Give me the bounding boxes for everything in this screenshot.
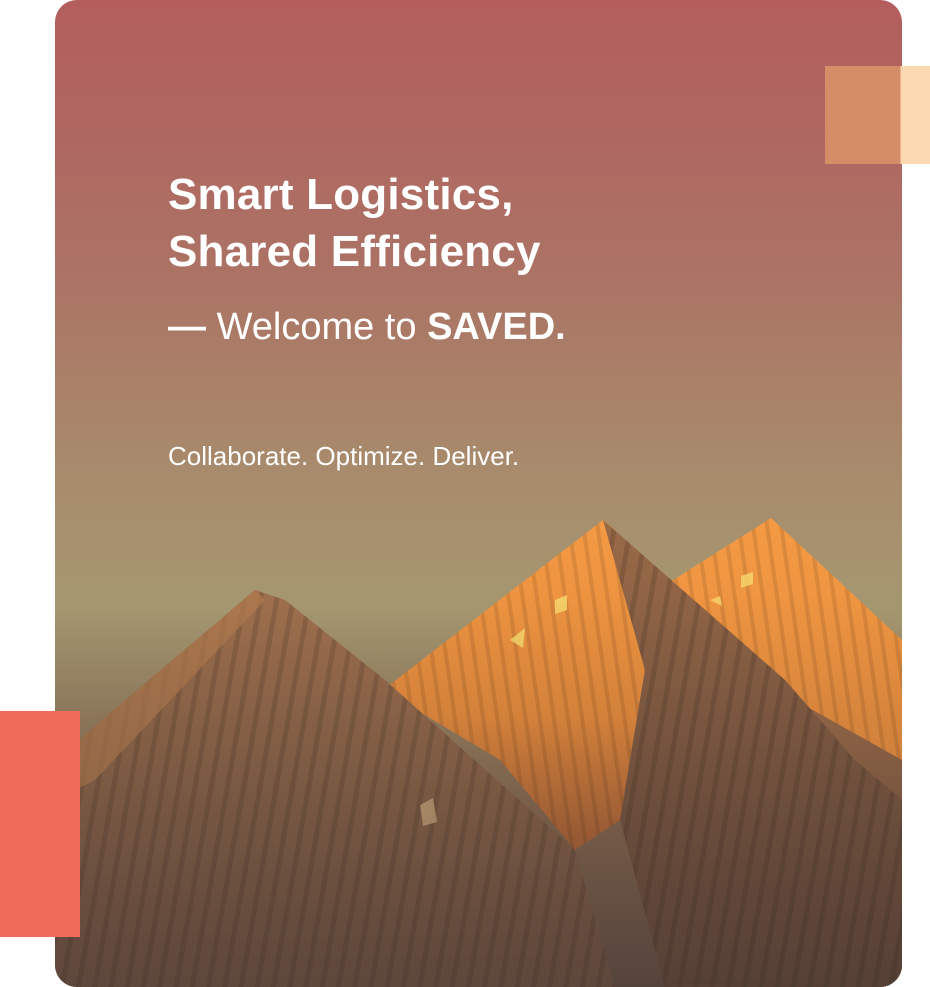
accent-block-top-right (825, 66, 930, 164)
welcome-text: Welcome to (216, 306, 417, 348)
tagline: Collaborate. Optimize. Deliver. (168, 441, 520, 471)
shipping-containers-image (55, 518, 902, 987)
brand-name: SAVED. (427, 306, 566, 348)
welcome-line: — Welcome to SAVED. (168, 304, 566, 350)
hero-headline: Smart Logistics, Shared Efficiency (168, 166, 541, 280)
headline-line-2: Shared Efficiency (168, 227, 541, 276)
hero-card: Smart Logistics, Shared Efficiency — Wel… (55, 0, 902, 987)
accent-block-bottom-left (0, 711, 80, 937)
headline-line-1: Smart Logistics, (168, 170, 514, 219)
welcome-dash: — (168, 306, 206, 348)
